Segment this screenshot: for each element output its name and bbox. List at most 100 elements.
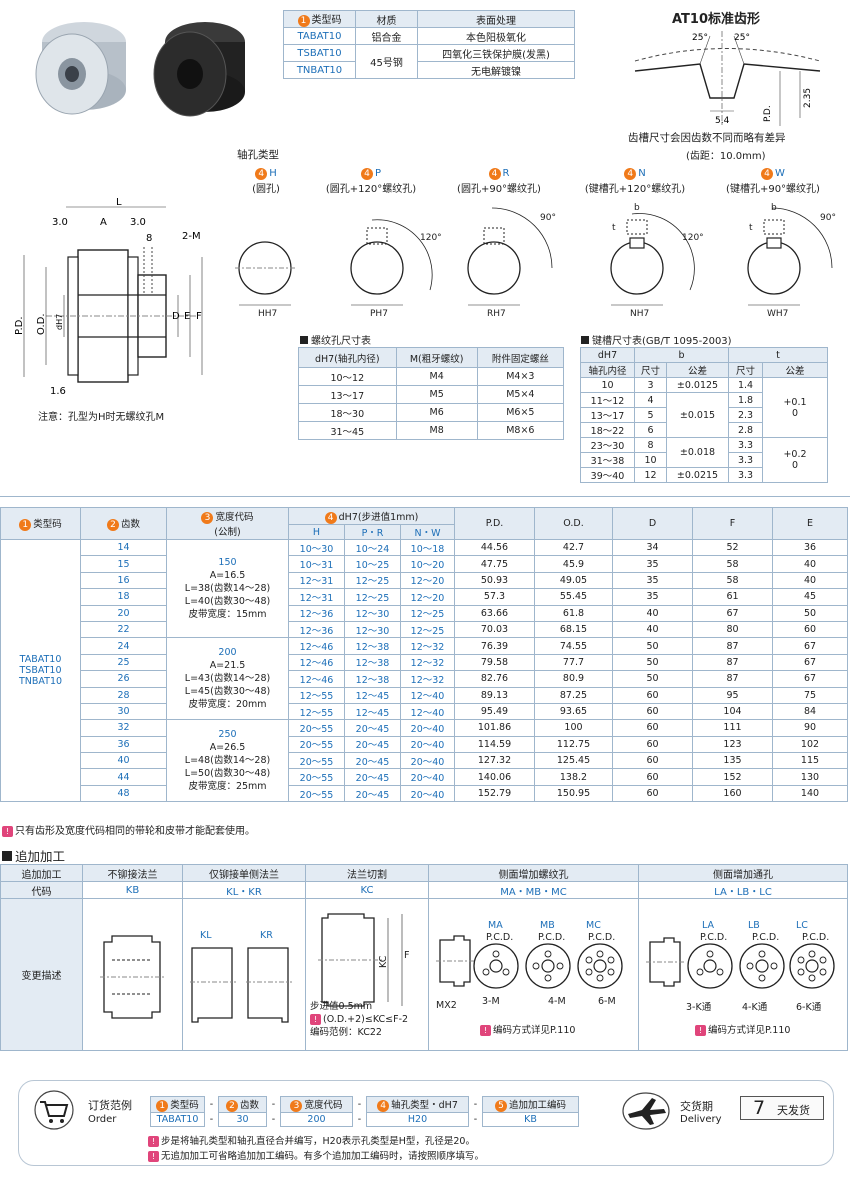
spec-cell: 90 [772, 719, 848, 737]
tooth-dim-235: 2.35 [803, 88, 813, 108]
dim-E: E [184, 311, 190, 322]
pulley-section-drawing: L 3.0 A 3.0 8 2-M P.D. O.D. dH7 D E F 1.… [14, 197, 203, 397]
order-header: 轴孔类型・dH7 [391, 1100, 458, 1111]
key-cell: ±0.018 [666, 437, 729, 468]
spec-cell: 20～45 [344, 719, 401, 737]
shaft-type-desc: (圆孔) [252, 184, 280, 195]
screw-cell: 18～30 [298, 403, 397, 422]
extra-desc-label: 变更描述 [0, 898, 83, 1051]
spec-cell: 130 [772, 768, 848, 786]
spec-cell: 12～46 [288, 637, 345, 655]
material-surface: 本色阳极氧化 [417, 27, 575, 45]
shaft-bore-label: RH7 [487, 309, 506, 319]
order-note-1: !步是将轴孔类型和轴孔直径合并编写，H20表示孔类型是H型，孔径是20。 [148, 1133, 475, 1147]
kc-note-example: 编码范例：KC22 [310, 1027, 382, 1038]
key-header-bore: 轴孔内径 [580, 362, 635, 378]
spec-cell: 67 [772, 653, 848, 672]
ma-label: MA [488, 920, 503, 931]
order-note-2-text: 无追加加工可省略追加加工编码。有多个追加加工编码时，请按照顺序填写。 [161, 1151, 485, 1162]
shaft-angle: 90° [540, 213, 556, 223]
spec-cell: 150.95 [534, 784, 613, 803]
extra-code: MA・MB・MC [428, 881, 639, 899]
spec-cell: 40 [612, 620, 693, 639]
spec-cell: 12～32 [400, 653, 455, 672]
order-value: TABAT10 [150, 1112, 205, 1127]
product-photo-aluminum [22, 12, 134, 127]
spec-cell: 36 [772, 538, 848, 557]
k4-label: 4-K通 [742, 1002, 768, 1013]
shaft-type-code: W [775, 168, 785, 179]
order-dash: - [473, 1114, 478, 1125]
spec-header-d: D [612, 507, 693, 540]
screw-header: dH7(轴孔内径) [298, 347, 397, 368]
spec-cell: 114.59 [454, 735, 535, 754]
extra-code: LA・LB・LC [638, 881, 848, 899]
screw-cell: M8×6 [476, 421, 565, 440]
spec-cell: 12～32 [400, 670, 455, 688]
spec-cell: 50.93 [454, 571, 535, 590]
order-dash: - [468, 1096, 483, 1113]
extra-code-label: 代码 [0, 881, 83, 899]
spec-type-code: TSBAT10 [19, 665, 62, 677]
spec-cell: 20～40 [400, 752, 455, 770]
spec-cell: 58 [692, 555, 773, 573]
spec-header-type: 类型码 [33, 519, 62, 530]
order-label-en: Order [88, 1114, 117, 1125]
spec-type-code: TNBAT10 [18, 676, 63, 688]
spec-teeth: 14 [80, 538, 167, 557]
mc-label: MC [586, 920, 601, 931]
material-code: TSBAT10 [283, 44, 356, 62]
tooth-angle-right: 25° [734, 33, 750, 43]
shaft-type-desc: (圆孔+120°螺纹孔) [325, 184, 417, 195]
material-header-type: 类型码 [311, 15, 342, 26]
cart-icon [34, 1090, 74, 1130]
spec-cell: 40 [772, 555, 848, 573]
key-cell: 2.8 [728, 422, 763, 438]
key-cell: ±0.0125 [666, 377, 729, 393]
spec-cell: 115 [772, 752, 848, 770]
spec-cell: 12～30 [344, 620, 401, 639]
key-header-tol2: 公差 [762, 362, 828, 378]
spec-width-line: 皮带宽度：20mm [188, 699, 267, 711]
m-ref-note: !编码方式详见P.110 [480, 1022, 575, 1036]
spec-teeth: 25 [80, 653, 167, 672]
spec-width-line: A=21.5 [209, 660, 246, 672]
screw-cell: 10～12 [298, 367, 397, 386]
spec-cell: 55.45 [534, 588, 613, 606]
spec-cell: 50 [612, 653, 693, 672]
key-cell: 5 [634, 407, 667, 423]
spec-header-width-sub: (公制) [214, 527, 241, 538]
lc-label: LC [796, 920, 808, 931]
spec-width-line: A=26.5 [209, 742, 246, 754]
key-b-label: b [634, 203, 640, 213]
spec-cell: 12～40 [400, 686, 455, 704]
order-header: 类型码 [170, 1100, 199, 1111]
spec-cell: 10～20 [400, 555, 455, 573]
key-cell: 2.3 [728, 407, 763, 423]
dim-A: A [100, 217, 107, 228]
spec-cell: 82.76 [454, 670, 535, 688]
material-name: 铝合金 [355, 27, 418, 45]
shaft-type-desc: (键槽孔+90°螺纹孔) [726, 184, 820, 195]
delivery-label: 交货期 [680, 1100, 713, 1113]
spec-cell: 152 [692, 768, 773, 786]
screw-header: 附件固定螺丝 [476, 347, 565, 368]
dim-OD: O.D. [36, 313, 47, 335]
mb-label: MB [540, 920, 555, 931]
section-divider [0, 496, 850, 497]
spec-cell: 12～25 [400, 620, 455, 639]
spec-cell: 87 [692, 637, 773, 655]
dim-F: F [196, 311, 202, 322]
spec-cell: 49.05 [534, 571, 613, 590]
